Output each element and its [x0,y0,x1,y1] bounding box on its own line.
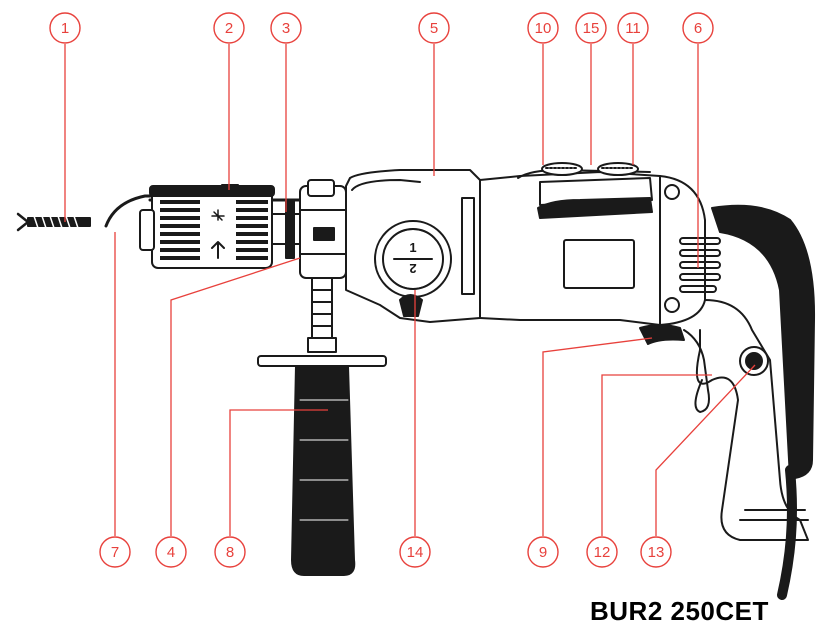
callout-number-6: 6 [694,20,702,37]
leader-line-8 [229,409,328,536]
drill-illustration [16,162,816,600]
callout-circle-12 [586,536,618,568]
callout-circle-4 [155,536,187,568]
callout-number-14: 14 [407,544,424,561]
handle-clamp [299,179,347,279]
callout-circle-6 [682,12,714,44]
leader-line-13 [655,364,756,536]
lock-button [739,346,769,376]
callout-number-9: 9 [539,544,547,561]
callout-number-13: 13 [648,544,665,561]
callout-circle-2 [213,12,245,44]
drill-bit [16,212,91,232]
callout-circle-3 [270,12,302,44]
callout-circle-15 [575,12,607,44]
pistol-grip [683,329,710,413]
callout-circle-14 [399,536,431,568]
callout-circle-13 [640,536,672,568]
callout-circle-7 [99,536,131,568]
callout-circle-11 [617,12,649,44]
callout-circle-9 [527,536,559,568]
leader-line-12 [601,374,712,536]
callout-circle-5 [418,12,450,44]
model-name: BUR2 250CET [590,596,769,626]
callout-circle-8 [214,536,246,568]
side-handle [257,277,387,576]
trigger [639,324,685,345]
dial-number-2: 2 [409,261,416,276]
leader-lines [64,44,756,536]
callout-number-1: 1 [61,20,69,37]
leader-line-9 [542,337,653,536]
callout-number-2: 2 [225,20,233,37]
callout-number-3: 3 [282,20,290,37]
rear-grip [696,204,816,541]
dial-number-1: 1 [409,240,416,255]
callout-number-10: 10 [535,20,552,37]
callout-number-11: 11 [625,20,641,37]
callout-number-7: 7 [111,544,119,561]
callout-number-5: 5 [430,20,438,37]
callout-number-4: 4 [167,544,175,561]
callout-number-8: 8 [226,544,234,561]
speed-knobs [541,162,639,176]
callout-circle-1 [49,12,81,44]
motor-housing [659,175,721,326]
mode-selector [374,220,452,317]
callout-circle-10 [527,12,559,44]
callout-number-12: 12 [594,544,611,561]
callout-number-15: 15 [583,20,600,37]
chuck [139,184,301,269]
leader-line-4 [170,257,301,536]
power-cord [777,465,797,600]
